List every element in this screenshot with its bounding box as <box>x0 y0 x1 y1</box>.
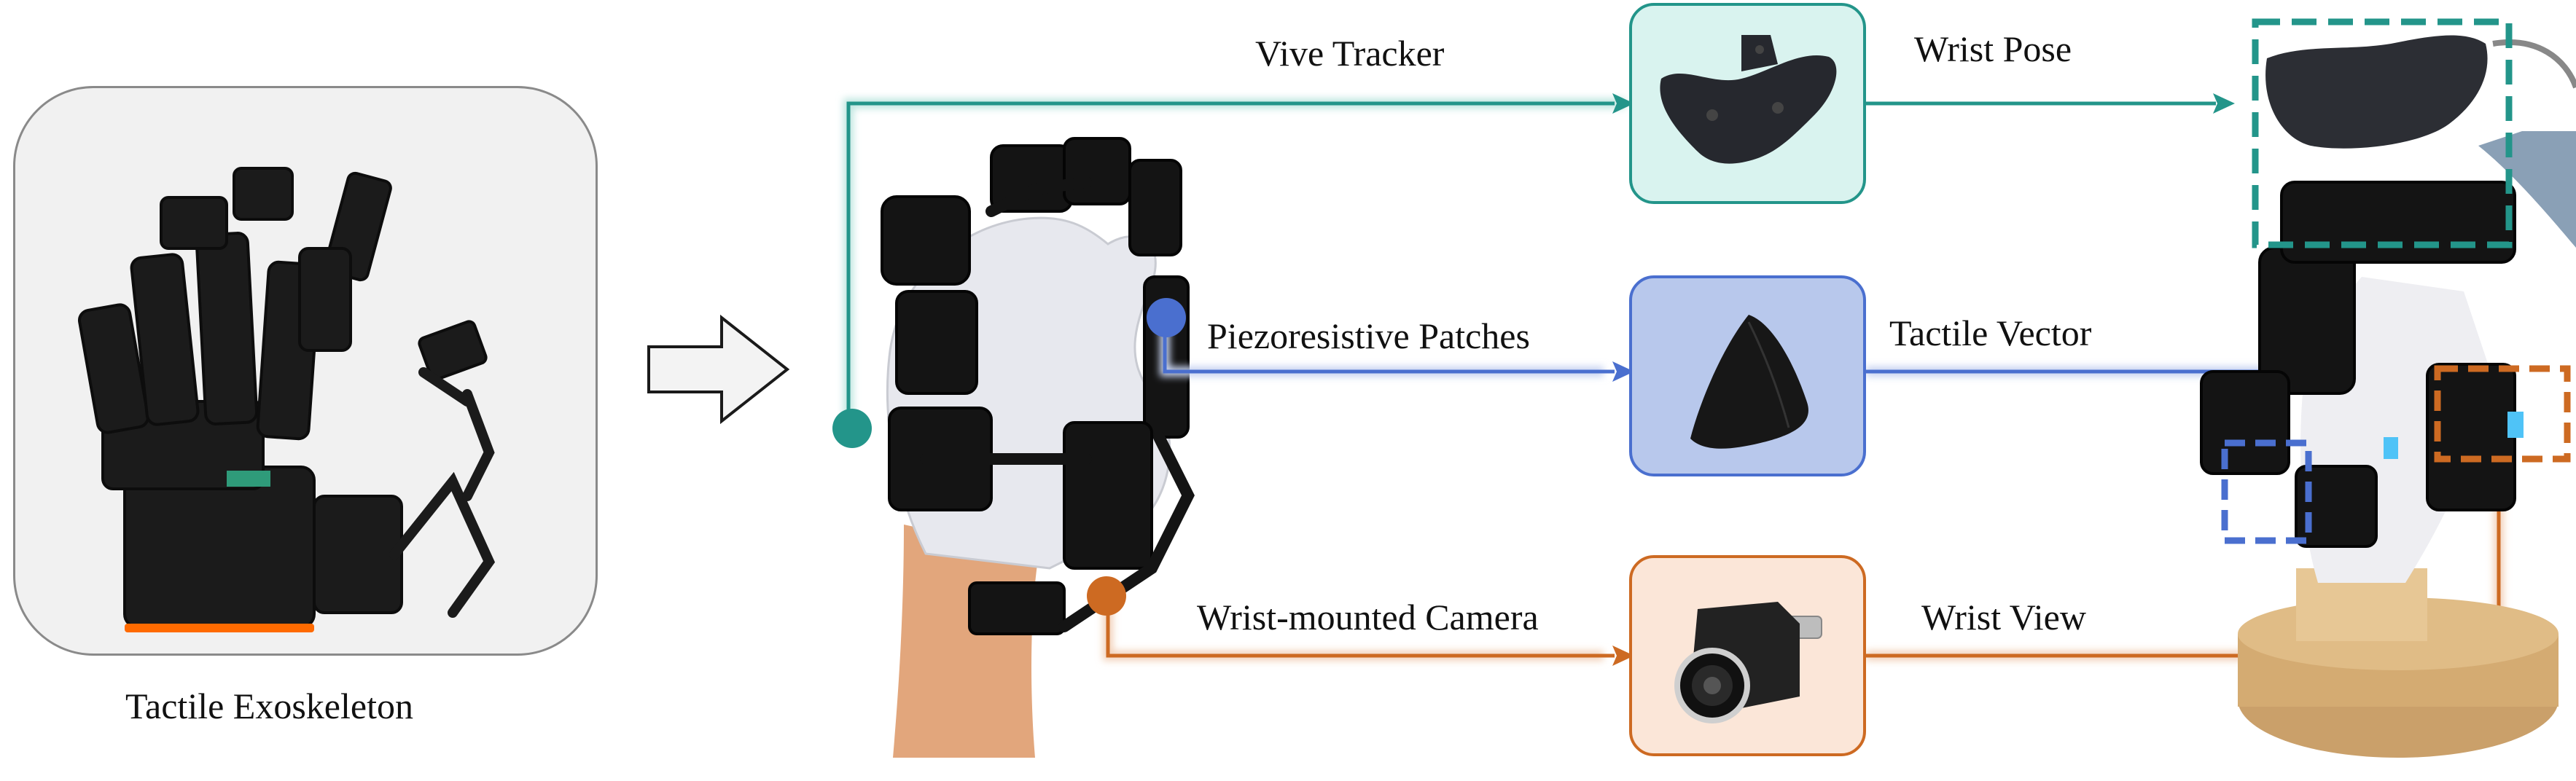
piezoresistive-patches-label: Piezoresistive Patches <box>1207 315 1530 356</box>
fabric-fingertip-patch-icon <box>1690 315 1808 449</box>
wrist-camera-icon <box>1674 602 1822 723</box>
camera-highlight <box>2434 365 2571 463</box>
transition-arrow <box>647 315 790 424</box>
hand-exoskeleton-image <box>881 137 1195 758</box>
exoskeleton-caption: Tactile Exoskeleton <box>125 686 413 726</box>
wrist-pose-label: Wrist Pose <box>1914 28 2072 69</box>
wrist-mounted-camera-label: Wrist-mounted Camera <box>1197 597 1539 637</box>
tactile-patch-box <box>1629 275 1866 476</box>
camera-source-dot <box>1087 576 1126 616</box>
tactile-source-dot <box>1147 298 1186 337</box>
wrist-camera-box <box>1629 555 1866 756</box>
tactile-exoskeleton-image <box>77 167 496 632</box>
vive-tracker-label: Vive Tracker <box>1255 33 1445 74</box>
vive-tracker-icon <box>1660 35 1837 164</box>
tactile-highlight <box>2221 439 2312 544</box>
tracker-source-dot <box>832 409 872 448</box>
wrist-pose-highlight <box>2252 18 2513 248</box>
exoskeleton-photo-panel <box>13 86 598 656</box>
wrist-view-label: Wrist View <box>1921 597 2086 637</box>
tracker-connector <box>843 93 2235 430</box>
vive-tracker-box <box>1629 3 1866 204</box>
tactile-vector-label: Tactile Vector <box>1889 313 2092 353</box>
